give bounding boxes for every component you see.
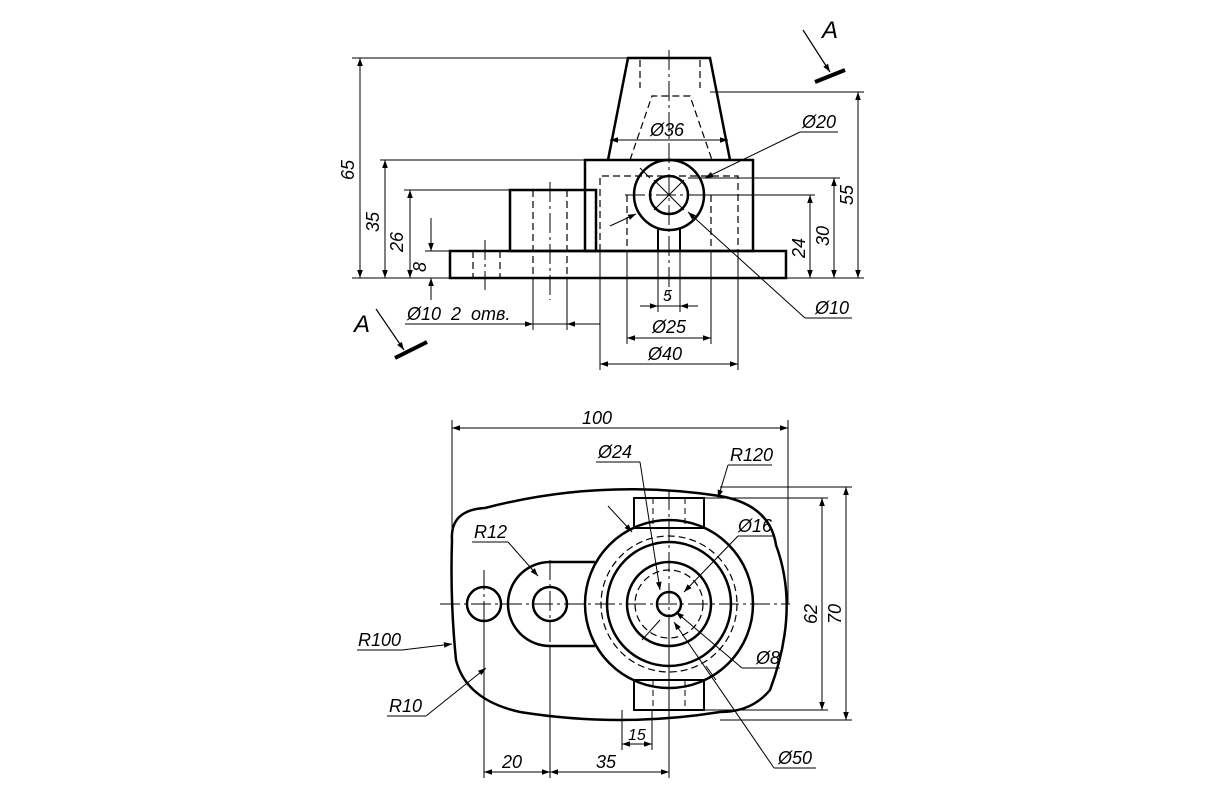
dim-diameter-10: Ø10 xyxy=(814,298,849,318)
front-view xyxy=(448,50,788,300)
dim-diameter-24: Ø24 xyxy=(597,442,632,462)
front-view-labels: 65 35 26 8 Ø36 Ø20 Ø10 55 30 24 5 Ø25 Ø4… xyxy=(338,112,857,364)
dim-35: 35 xyxy=(363,211,383,232)
dim-70: 70 xyxy=(825,604,845,624)
dim-r10: R10 xyxy=(389,696,422,716)
dim-5: 5 xyxy=(663,288,672,305)
dim-24: 24 xyxy=(789,238,809,259)
top-view xyxy=(440,488,790,722)
dim-r100: R100 xyxy=(358,630,401,650)
dim-30: 30 xyxy=(813,226,833,246)
holes-note: Ø10 2 отв. xyxy=(406,304,510,324)
dim-15: 15 xyxy=(628,727,646,744)
section-indicator-bottom: A xyxy=(352,308,428,360)
dim-diameter-8: Ø8 xyxy=(755,648,780,668)
dim-20: 20 xyxy=(501,752,522,772)
dim-diameter-20: Ø20 xyxy=(801,112,836,132)
dim-62: 62 xyxy=(801,604,821,624)
dim-8: 8 xyxy=(410,262,430,272)
dim-r12: R12 xyxy=(474,522,507,542)
dim-65: 65 xyxy=(338,159,358,180)
dim-100: 100 xyxy=(582,408,612,428)
dim-26: 26 xyxy=(387,231,407,253)
dim-diameter-25: Ø25 xyxy=(651,317,687,337)
section-indicator-top: A xyxy=(802,17,846,84)
section-label-a-top: A xyxy=(820,17,838,44)
dim-diameter-16: Ø16 xyxy=(737,516,773,536)
section-label-a-bottom: A xyxy=(352,311,370,338)
dim-55: 55 xyxy=(837,184,857,205)
dim-diameter-40: Ø40 xyxy=(647,344,682,364)
front-view-dimensions xyxy=(352,57,864,370)
dim-diameter-50: Ø50 xyxy=(777,748,812,768)
dim-diameter-36: Ø36 xyxy=(649,120,685,140)
top-view-labels: 100 Ø24 R120 Ø16 R12 62 70 R100 Ø8 R10 1… xyxy=(358,408,845,772)
dim-35-bottom: 35 xyxy=(596,752,617,772)
top-view-dimensions xyxy=(357,420,852,778)
dim-r120: R120 xyxy=(730,445,773,465)
